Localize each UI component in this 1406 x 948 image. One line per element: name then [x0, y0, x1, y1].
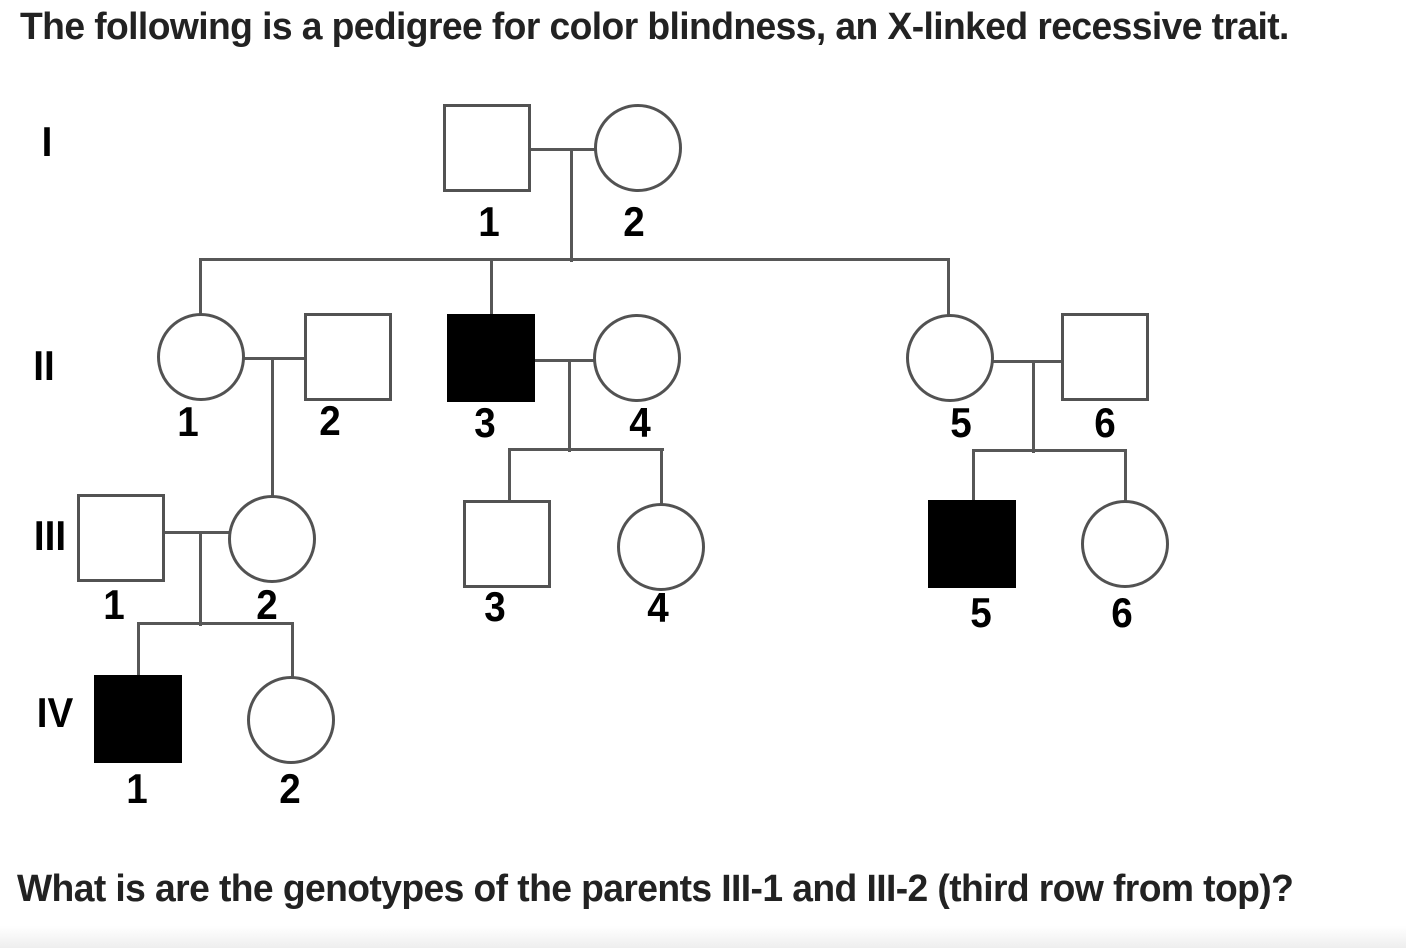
- relationship-line: [507, 447, 664, 451]
- individual-III-4: [617, 503, 705, 591]
- individual-label-II-2: 2: [319, 397, 341, 444]
- individual-label-I-2: 2: [623, 198, 645, 245]
- relationship-line: [990, 359, 1064, 363]
- individual-II-4: [593, 314, 681, 402]
- relationship-line: [489, 257, 493, 318]
- relationship-line: [569, 147, 573, 262]
- individual-label-II-6: 6: [1094, 399, 1116, 446]
- relationship-line: [567, 358, 571, 452]
- relationship-line: [198, 257, 950, 261]
- individual-label-IV-1: 1: [126, 765, 148, 812]
- relationship-line: [198, 530, 202, 626]
- relationship-line: [527, 147, 597, 151]
- individual-label-III-4: 4: [647, 584, 669, 631]
- relationship-line: [198, 257, 202, 318]
- individual-I-1: [443, 104, 531, 192]
- individual-label-II-1: 1: [177, 398, 199, 445]
- individual-label-II-5: 5: [950, 399, 972, 446]
- individual-label-I-1: 1: [478, 198, 500, 245]
- relationship-line: [1123, 448, 1127, 505]
- individual-label-III-5: 5: [970, 589, 992, 636]
- individual-label-III-3: 3: [484, 583, 506, 630]
- individual-IV-1-affected: [94, 675, 182, 763]
- relationship-line: [971, 448, 975, 505]
- question-text: What is are the genotypes of the parents…: [17, 868, 1294, 910]
- individual-IV-2: [247, 676, 335, 764]
- footer-gradient: [0, 926, 1406, 948]
- generation-label-IV: IV: [36, 689, 74, 736]
- relationship-line: [1031, 359, 1035, 453]
- individual-III-2: [228, 495, 316, 583]
- individual-label-III-6: 6: [1111, 589, 1133, 636]
- relationship-line: [971, 448, 1127, 452]
- individual-II-3-affected: [447, 314, 535, 402]
- individual-label-IV-2: 2: [279, 765, 301, 812]
- generation-label-I: I: [41, 118, 53, 165]
- individual-III-3: [463, 500, 551, 588]
- relationship-line: [161, 530, 232, 534]
- generation-label-II: II: [33, 342, 55, 389]
- relationship-line: [270, 356, 274, 499]
- individual-II-6: [1061, 313, 1149, 401]
- page-title: The following is a pedigree for color bl…: [20, 6, 1289, 48]
- relationship-line: [241, 356, 309, 360]
- relationship-line: [659, 447, 663, 507]
- individual-III-6: [1081, 500, 1169, 588]
- individual-III-5-affected: [928, 500, 1016, 588]
- relationship-line: [946, 257, 950, 319]
- individual-label-III-2: 2: [256, 581, 278, 628]
- individual-II-5: [906, 314, 994, 402]
- relationship-line: [507, 447, 511, 505]
- individual-label-II-3: 3: [474, 399, 496, 446]
- individual-label-II-4: 4: [629, 399, 651, 446]
- relationship-line: [136, 621, 140, 680]
- individual-II-2: [304, 313, 392, 401]
- generation-label-III: III: [33, 512, 67, 559]
- individual-II-1: [157, 313, 245, 401]
- individual-label-III-1: 1: [103, 581, 125, 628]
- relationship-line: [136, 621, 294, 625]
- relationship-line: [290, 621, 294, 681]
- relationship-line: [532, 358, 596, 362]
- individual-I-2: [594, 104, 682, 192]
- individual-III-1: [77, 494, 165, 582]
